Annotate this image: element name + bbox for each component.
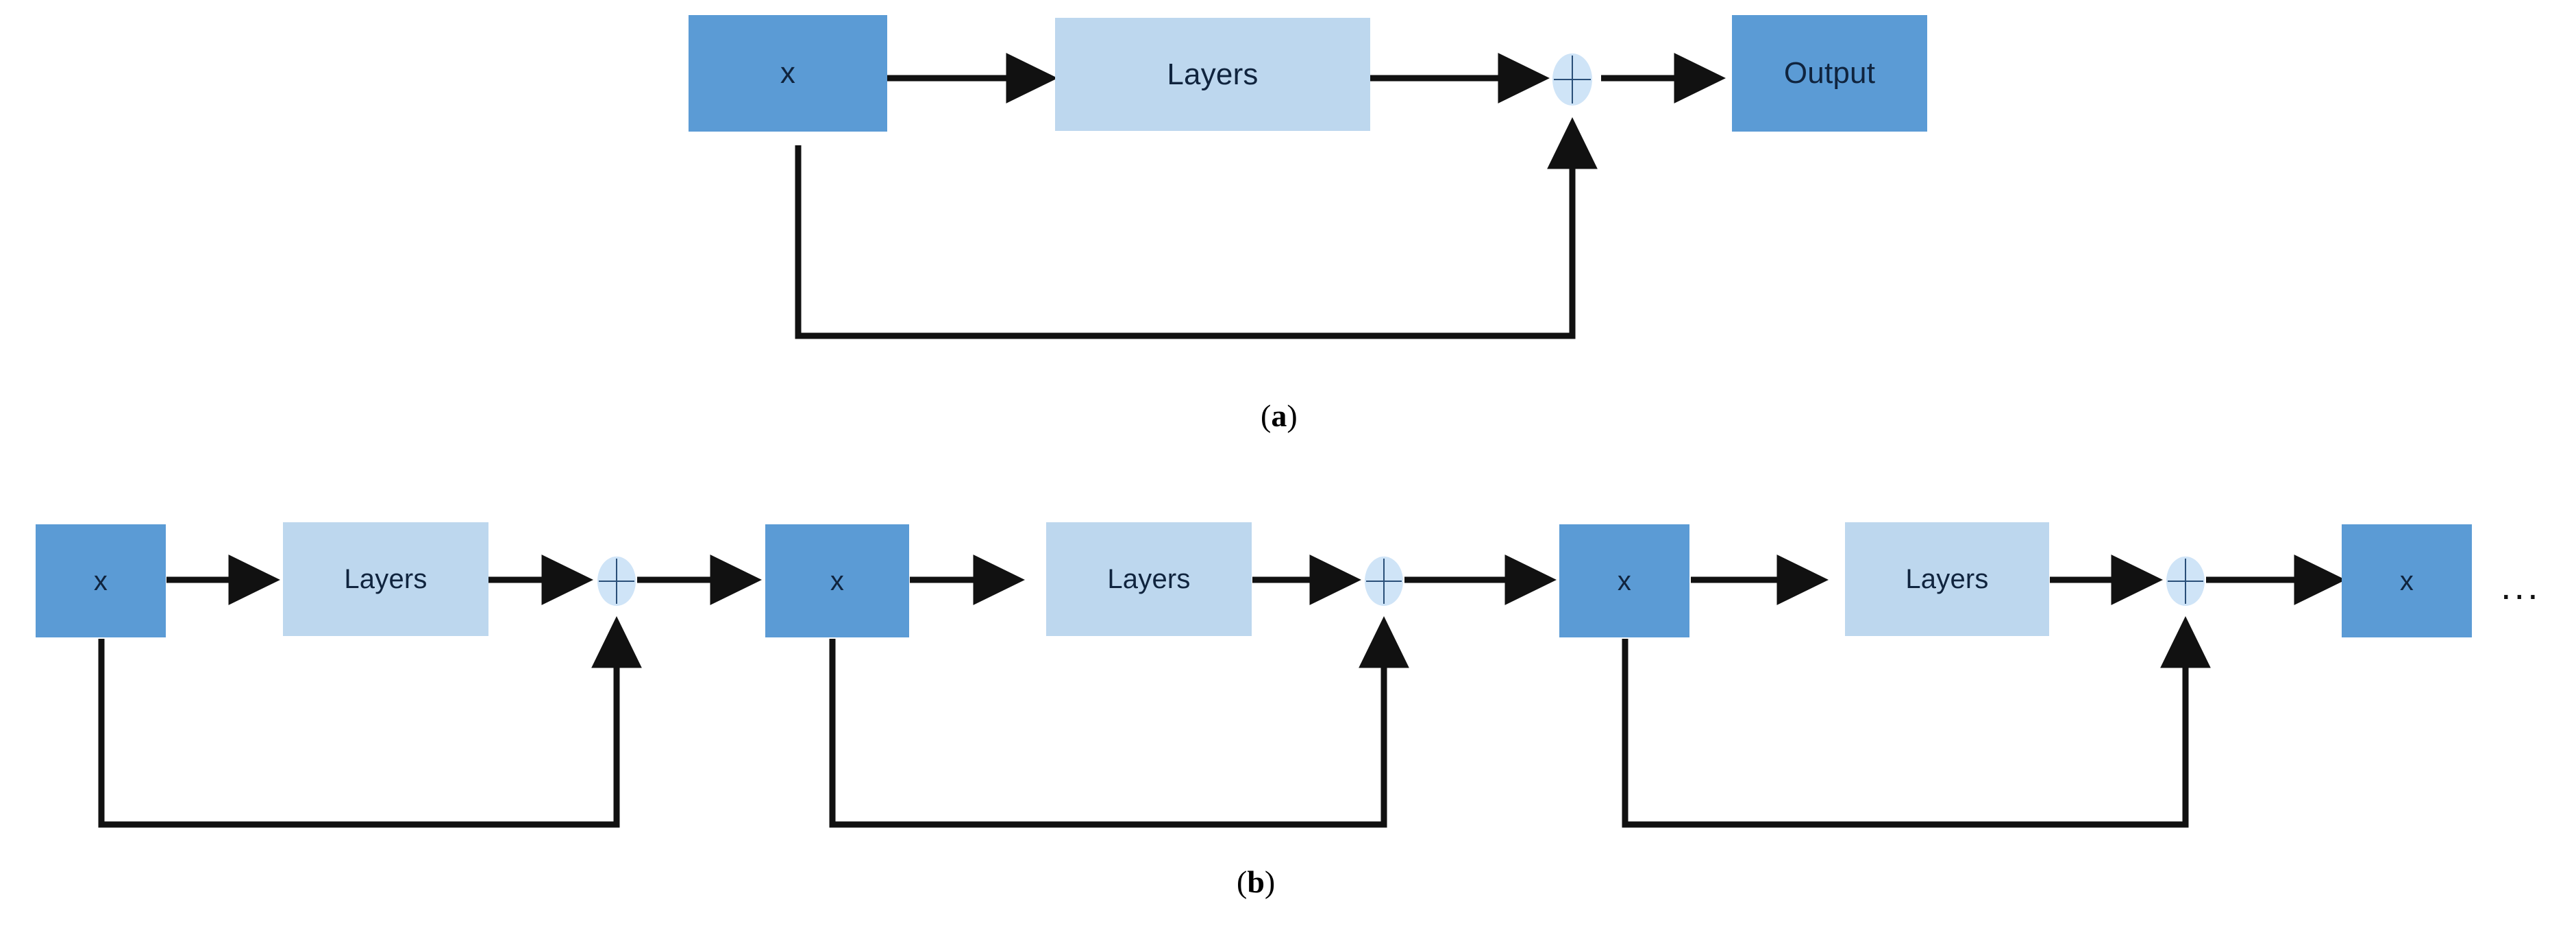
panel-a-caption: (a)	[1261, 398, 1298, 434]
node-layers1-label: Layers	[344, 564, 428, 594]
plus-horizontal-icon	[1554, 79, 1591, 80]
sum-node-b1[interactable]	[597, 557, 636, 606]
node-x3[interactable]: x	[1559, 524, 1689, 637]
panel-a-connectors	[795, 53, 1726, 339]
skip-connection-b1	[98, 616, 642, 828]
sum-node-b2[interactable]	[1365, 557, 1403, 606]
plus-horizontal-icon	[2168, 581, 2203, 582]
panel-b-caption: (b)	[1237, 864, 1275, 900]
node-input-x-label: x	[780, 56, 796, 90]
node-x4-label: x	[2399, 565, 2414, 596]
node-x2[interactable]: x	[765, 524, 909, 637]
panel-b: x Layers x Layers x Layers	[0, 480, 2576, 952]
node-x3-label: x	[1617, 565, 1632, 596]
node-input-x[interactable]: x	[689, 15, 887, 132]
plus-horizontal-icon	[599, 581, 634, 582]
node-x1[interactable]: x	[36, 524, 166, 637]
node-layers[interactable]: Layers	[1055, 18, 1370, 131]
node-output-label: Output	[1783, 56, 1876, 90]
plus-horizontal-icon	[1366, 581, 1402, 582]
continuation-ellipsis: ...	[2501, 564, 2541, 607]
sum-node-b3[interactable]	[2166, 557, 2205, 606]
skip-connection-b3	[1622, 616, 2211, 828]
panel-a-caption-letter: a	[1271, 398, 1287, 433]
panel-a: x Layers Output (a)	[689, 15, 1927, 434]
node-x4[interactable]: x	[2342, 524, 2472, 637]
panel-a-caption-open: (	[1261, 398, 1272, 433]
node-layers3[interactable]: Layers	[1845, 522, 2049, 636]
panel-b-caption-open: (	[1237, 864, 1248, 899]
node-layers2[interactable]: Layers	[1046, 522, 1252, 636]
node-x2-label: x	[830, 565, 845, 596]
panel-b-caption-close: )	[1264, 864, 1276, 899]
node-x1-label: x	[93, 565, 108, 596]
panel-b-caption-letter: b	[1247, 864, 1265, 899]
node-layers-label: Layers	[1167, 57, 1259, 91]
skip-connection-b2	[829, 616, 1409, 828]
panel-a-caption-close: )	[1287, 398, 1298, 433]
sum-node-a[interactable]	[1552, 53, 1592, 106]
node-layers1[interactable]: Layers	[283, 522, 488, 636]
panel-b-connectors	[98, 554, 2346, 828]
skip-connection-a	[795, 117, 1598, 339]
node-layers2-label: Layers	[1107, 564, 1191, 594]
node-layers3-label: Layers	[1905, 564, 1989, 594]
node-output[interactable]: Output	[1732, 15, 1927, 132]
